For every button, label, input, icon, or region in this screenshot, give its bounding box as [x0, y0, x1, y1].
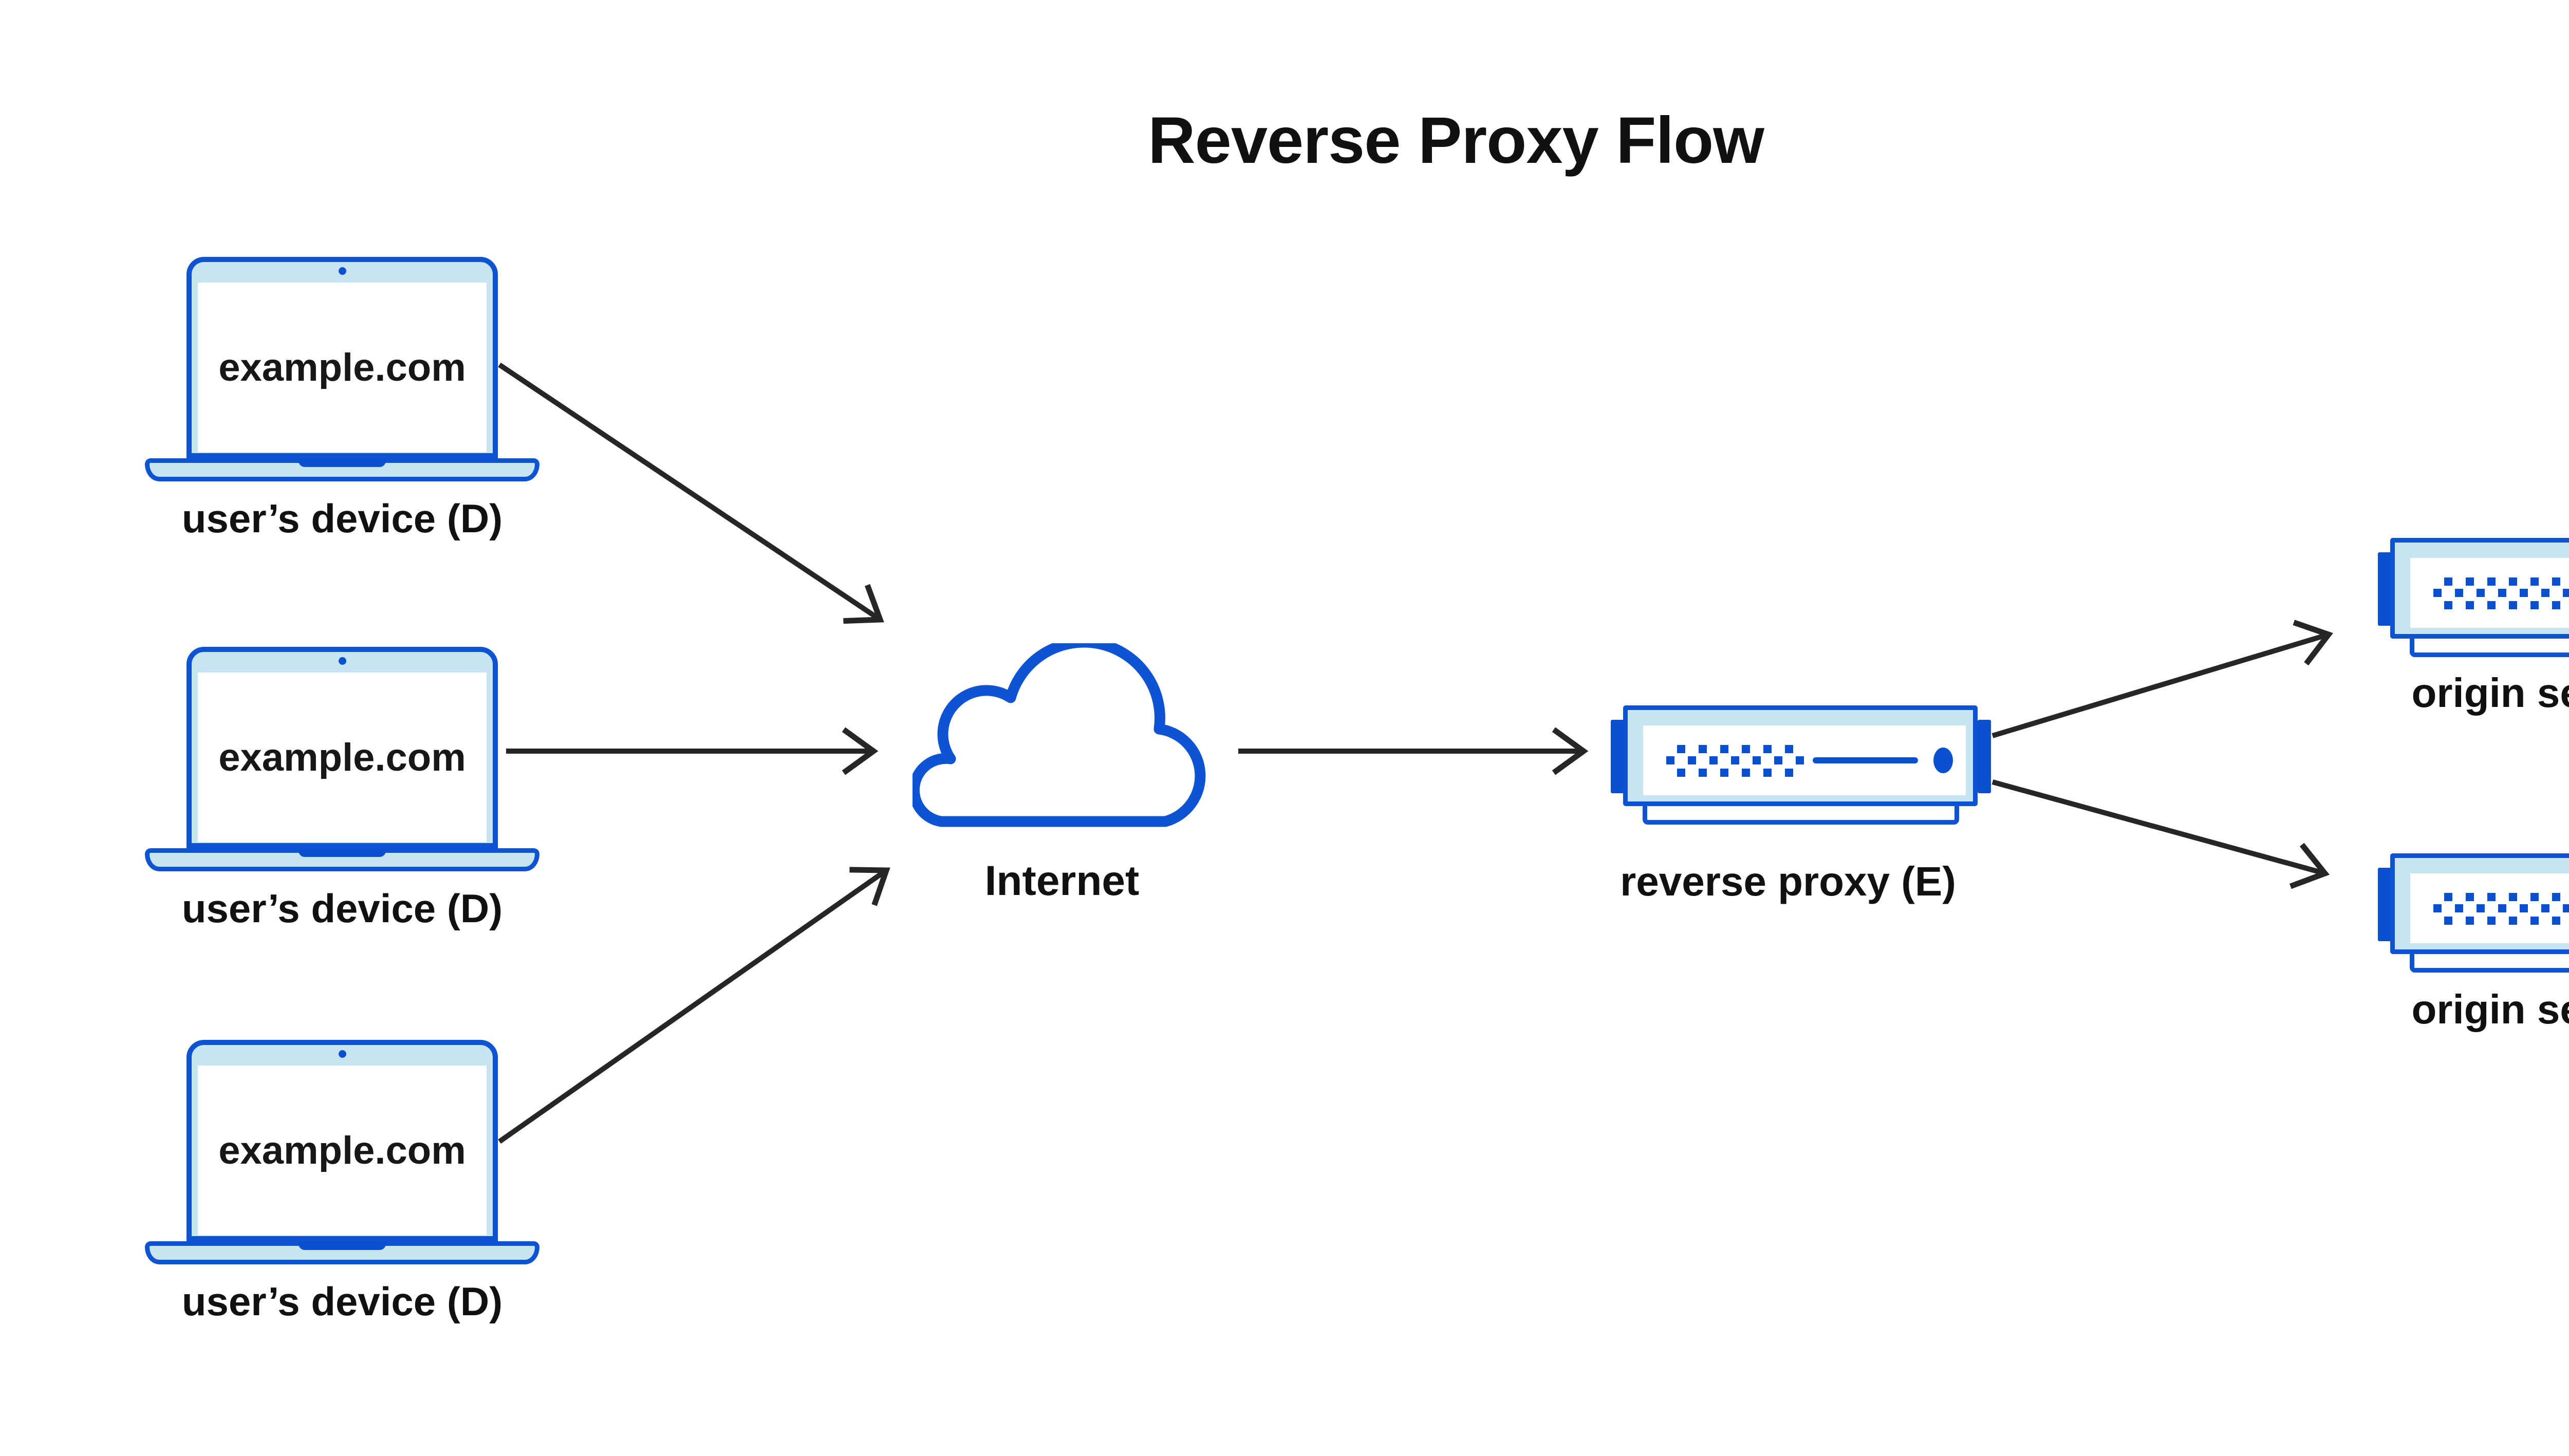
reverse-proxy	[1611, 705, 1991, 825]
internet-label: Internet	[984, 857, 1140, 904]
user-device-3: example.com user’s device (D)	[145, 1040, 539, 1328]
laptop-screen: example.com	[198, 283, 487, 452]
server-icon	[2390, 538, 2569, 639]
screen-url-text: example.com	[218, 1128, 466, 1172]
origin-server-2-label: origin server (F)	[2411, 986, 2569, 1032]
screen-url-text: example.com	[218, 345, 466, 389]
laptop-notch	[299, 1241, 386, 1250]
screen-url-text: example.com	[218, 735, 466, 779]
laptop-screen: example.com	[198, 673, 487, 842]
server-face	[1643, 725, 1966, 795]
server-face	[2410, 873, 2569, 943]
arrow-proxy-origin1	[1991, 620, 2333, 738]
server-vents-icon	[1666, 745, 1804, 777]
origin-server-2	[2378, 853, 2569, 973]
cloud-icon	[913, 643, 1206, 827]
origin-server-1-label: origin server (F)	[2411, 670, 2569, 716]
laptop-camera-icon	[339, 657, 346, 665]
arrow-device3-internet	[498, 867, 890, 1144]
server-line-icon	[1813, 757, 1918, 763]
device-label: user’s device (D)	[181, 886, 503, 931]
user-device-2: example.com user’s device (D)	[145, 647, 539, 935]
user-device-1: example.com user’s device (D)	[145, 257, 539, 545]
origin-server-1	[2378, 538, 2569, 657]
server-icon	[1623, 705, 1978, 806]
device-label: user’s device (D)	[181, 496, 503, 541]
laptop-notch	[299, 458, 386, 467]
arrow-device1-internet	[498, 362, 884, 624]
server-tab-icon	[1978, 720, 1991, 793]
device-label: user’s device (D)	[181, 1279, 503, 1324]
server-vents-icon	[2433, 577, 2569, 609]
server-tab-icon	[1611, 720, 1624, 793]
server-tray	[2410, 954, 2569, 973]
laptop-screen: example.com	[198, 1066, 487, 1235]
laptop-camera-icon	[339, 267, 346, 275]
server-face	[2410, 558, 2569, 628]
laptop-camera-icon	[339, 1050, 346, 1058]
page-title: Reverse Proxy Flow	[1148, 104, 1764, 177]
server-tab-icon	[2378, 552, 2391, 626]
server-tab-icon	[2378, 868, 2391, 941]
server-tray	[1643, 806, 1959, 825]
server-led-icon	[1933, 748, 1953, 773]
server-tray	[2410, 639, 2569, 657]
arrow-proxy-origin2	[1991, 779, 2330, 889]
reverse-proxy-label: reverse proxy (E)	[1620, 858, 1956, 904]
server-vents-icon	[2433, 893, 2569, 925]
laptop-notch	[299, 848, 386, 857]
server-icon	[2390, 853, 2569, 954]
